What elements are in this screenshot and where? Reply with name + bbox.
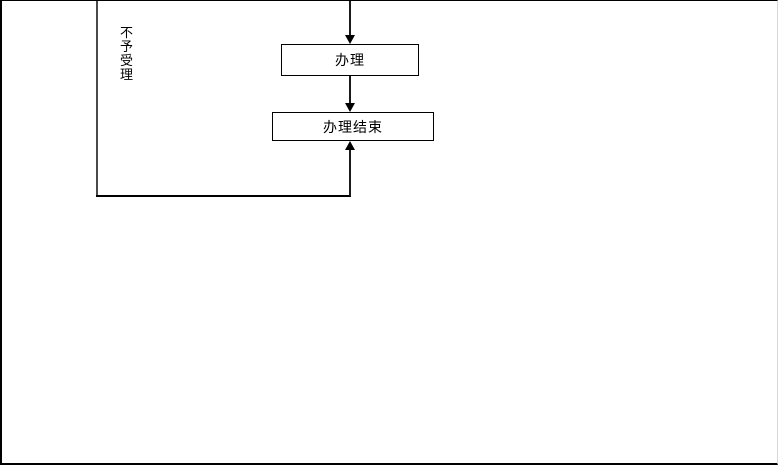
connector-top-to-process: [349, 1, 351, 36]
node-end-label: 办理结束: [323, 119, 383, 136]
node-process-label: 办理: [335, 53, 365, 69]
connector-loop-left: [96, 1, 98, 197]
connector-return-up: [349, 150, 351, 196]
flowchart-node-process: 办理: [281, 44, 419, 76]
connector-loop-bottom: [96, 195, 351, 197]
arrowhead-down-process: [345, 35, 355, 44]
branch-label-rejection: 不予受理: [119, 26, 133, 83]
arrowhead-up-end: [345, 141, 355, 150]
flowchart-node-end: 办理结束: [272, 112, 434, 141]
arrowhead-down-end: [345, 103, 355, 112]
connector-process-to-end: [349, 76, 351, 104]
